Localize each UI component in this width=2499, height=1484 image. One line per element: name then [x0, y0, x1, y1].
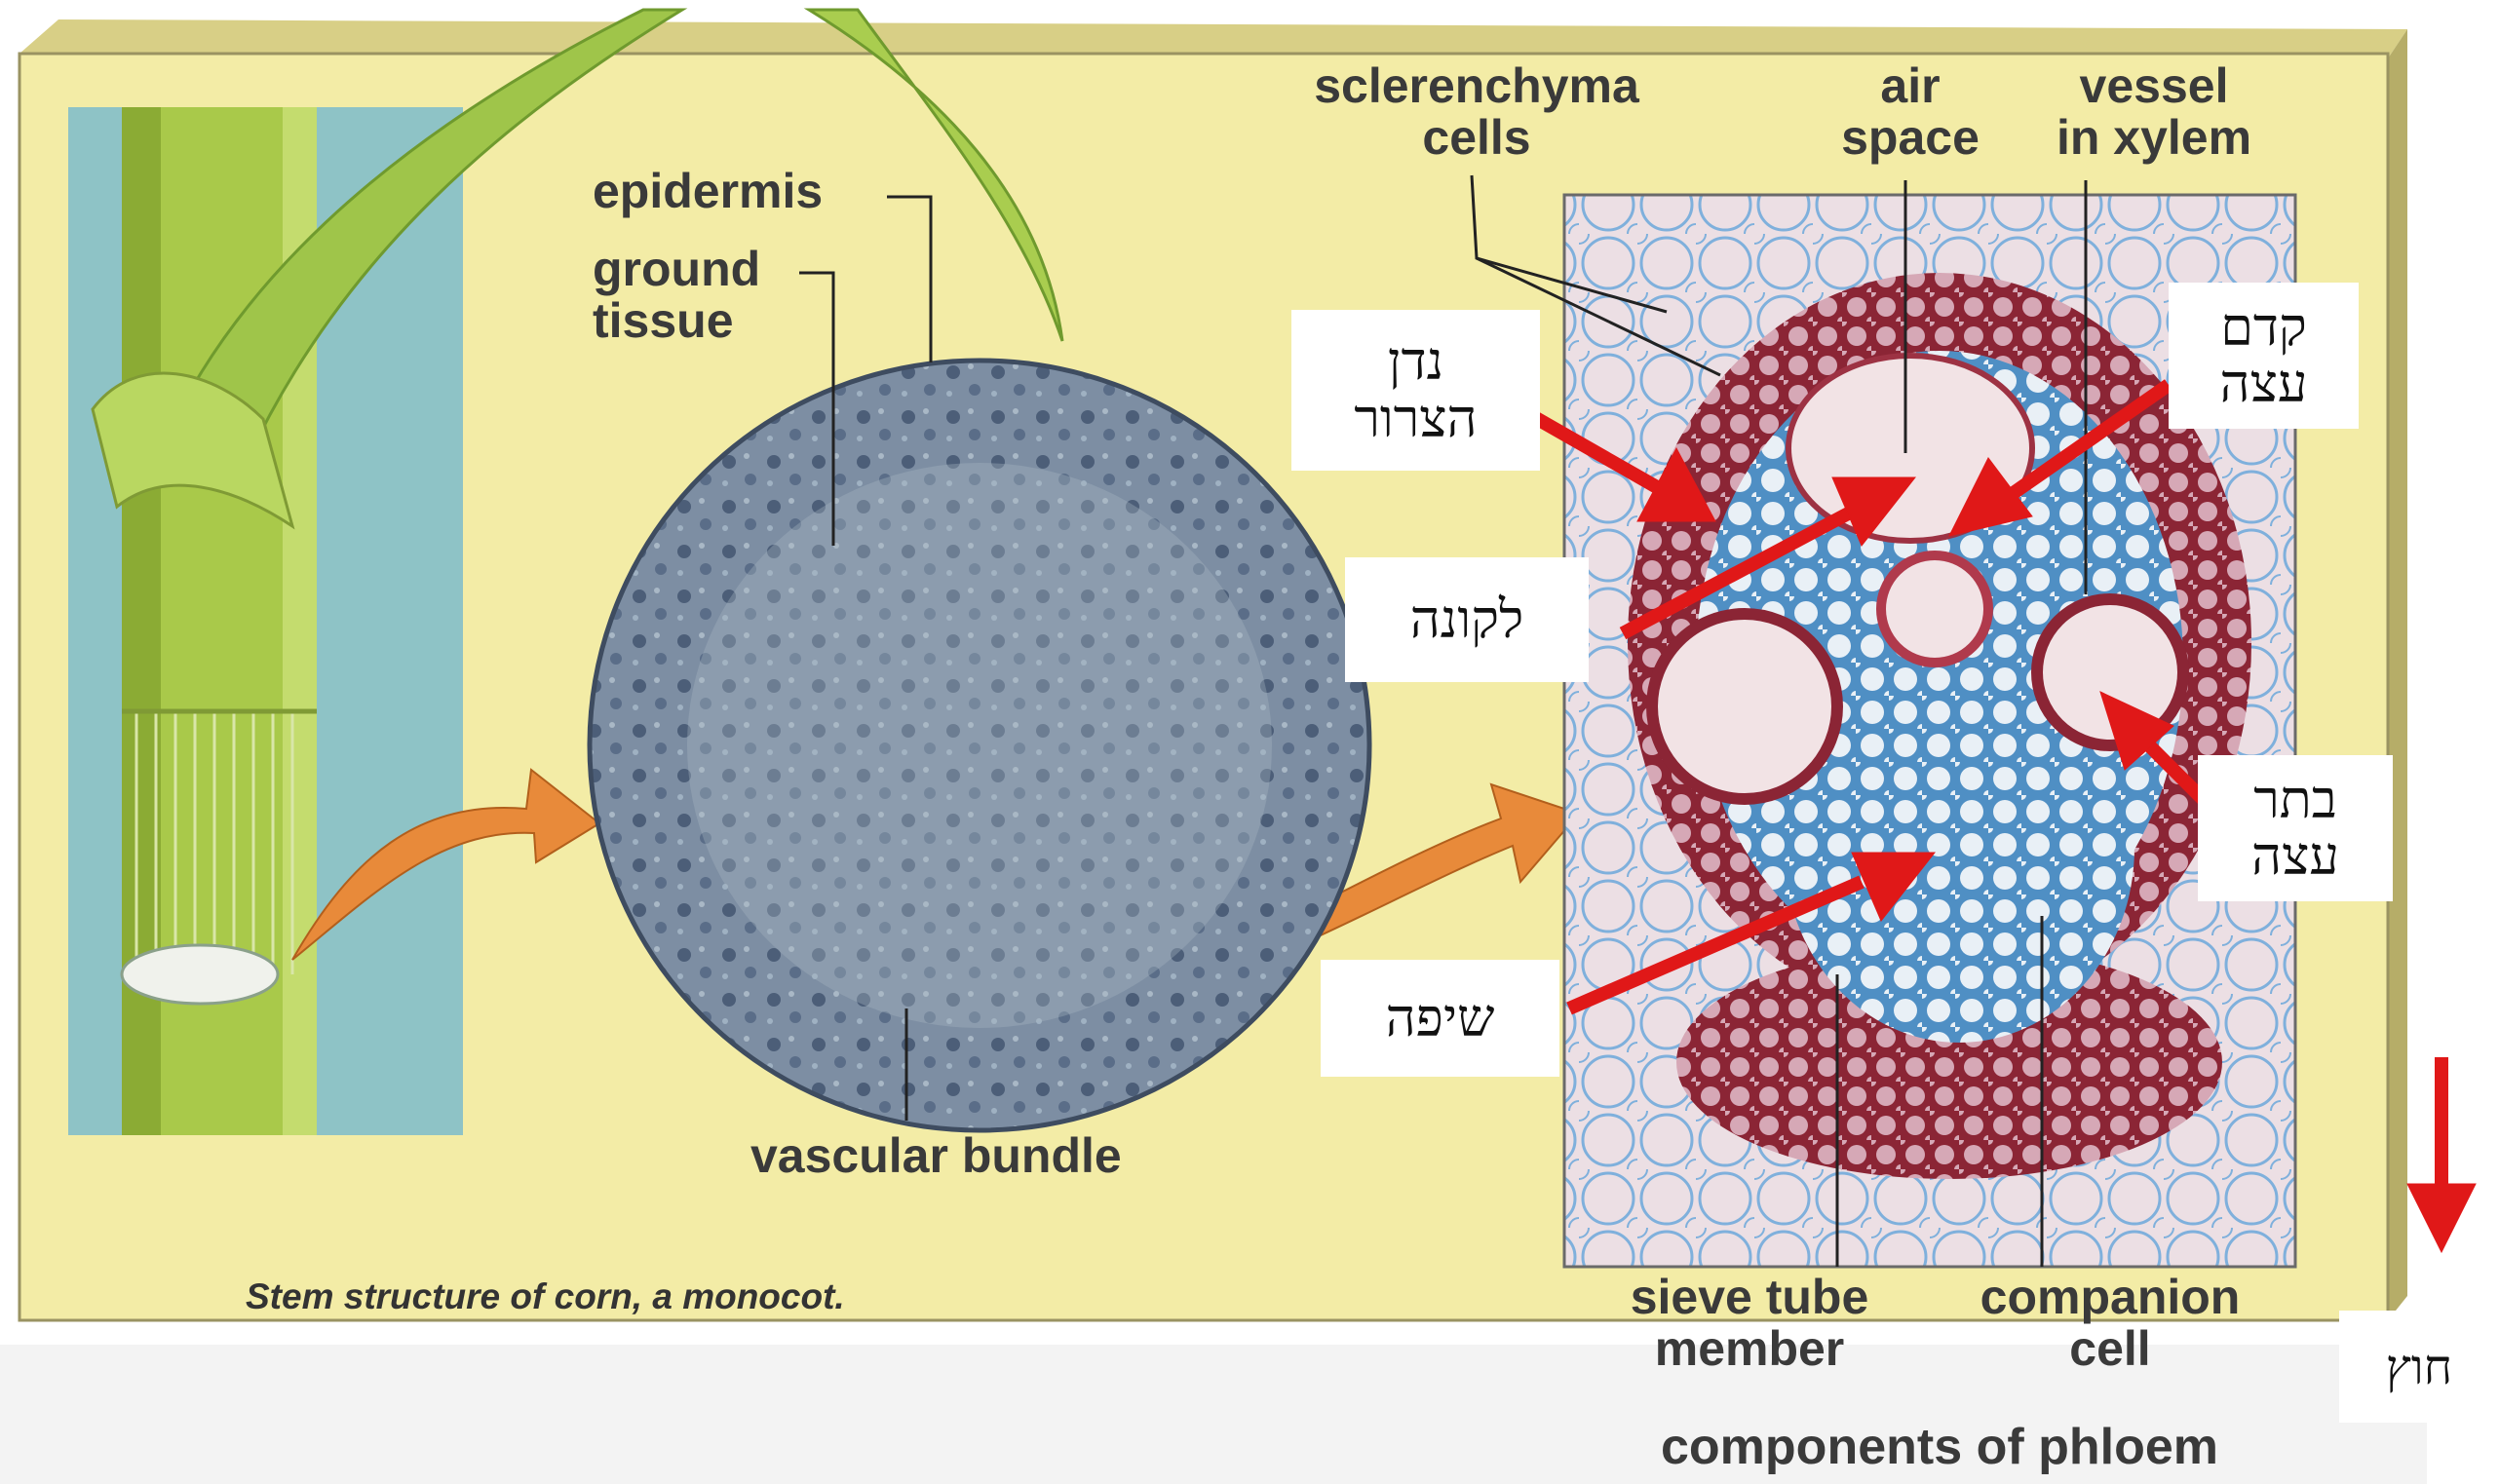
stalk-cut-section — [122, 945, 278, 1004]
hebrew-label-bundle-sheath: נדן הצרור — [1291, 310, 1540, 471]
label-companion: companion cell — [1935, 1272, 2286, 1374]
label-vascular-bundle: vascular bundle — [750, 1130, 1122, 1182]
label-components-phloem: components of phloem — [1559, 1421, 2320, 1474]
panel-right-edge — [2388, 29, 2407, 1320]
label-air-space: air space — [1813, 60, 2008, 163]
figure-caption: Stem structure of corn, a monocot. — [246, 1276, 845, 1317]
label-sieve-tube: sieve tube member — [1589, 1272, 1910, 1374]
label-vessel: vessel in xylem — [2027, 60, 2281, 163]
hebrew-label-metaxylem: בתר עצה — [2198, 755, 2393, 901]
label-ground-tissue: ground tissue — [593, 244, 760, 346]
vessel-left — [1652, 614, 1837, 799]
protoxylem-vessel — [1881, 555, 1988, 663]
section-center-light — [687, 463, 1272, 1028]
hebrew-label-protoxylem: קדם עצה — [2169, 283, 2359, 429]
label-sclerenchyma: sclerenchyma cells — [1267, 60, 1686, 163]
hebrew-label-lacuna: לקונה — [1345, 557, 1589, 682]
hebrew-label-phloem: שיפה — [1321, 960, 1559, 1077]
label-epidermis: epidermis — [593, 166, 823, 217]
hebrew-label-outside: חוץ — [2339, 1311, 2499, 1423]
